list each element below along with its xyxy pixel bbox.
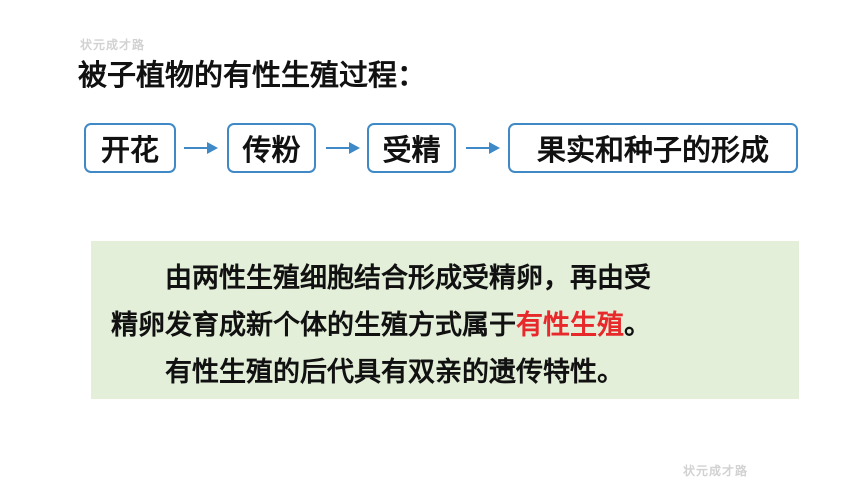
- arrow-right-icon: [326, 142, 360, 154]
- step-fruit-seed-formation: 果实和种子的形成: [508, 123, 798, 173]
- step-flowering: 开花: [84, 123, 176, 173]
- watermark-top: 状元成才路: [80, 38, 146, 52]
- definition-note: 由两性生殖细胞结合形成受精卵，再由受 精卵发育成新个体的生殖方式属于有性生殖。 …: [91, 241, 799, 399]
- arrow-right-icon: [466, 142, 500, 154]
- arrow-right-icon: [184, 142, 218, 154]
- note-line-2-end: 。: [624, 310, 651, 341]
- note-line-2-text: 精卵发育成新个体的生殖方式属于: [111, 310, 516, 341]
- step-fertilization: 受精: [367, 123, 456, 173]
- highlight-term: 有性生殖: [516, 310, 624, 341]
- page-title: 被子植物的有性生殖过程：: [78, 58, 427, 92]
- note-line-3: 有性生殖的后代具有双亲的遗传特性。: [165, 357, 624, 388]
- watermark-bottom: 状元成才路: [683, 464, 749, 478]
- process-flow: 开花 传粉 受精 果实和种子的形成: [84, 123, 804, 175]
- step-pollination: 传粉: [227, 123, 316, 173]
- note-line-2: 精卵发育成新个体的生殖方式属于有性生殖。: [111, 302, 779, 349]
- note-line-1: 由两性生殖细胞结合形成受精卵，再由受: [165, 263, 651, 294]
